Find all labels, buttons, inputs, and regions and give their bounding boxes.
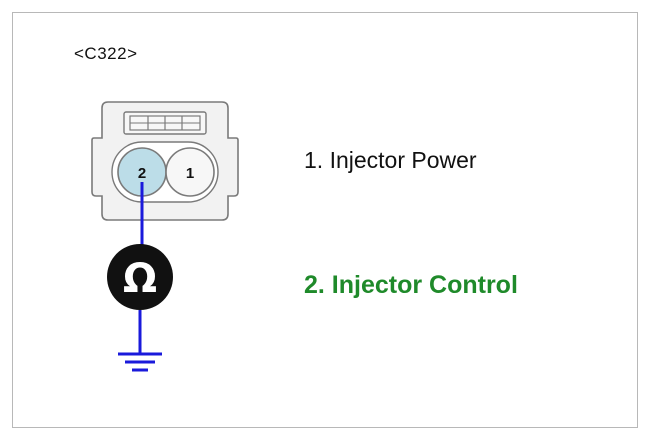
pin-1-label: 1 — [186, 165, 194, 182]
pin-2-description: 2. Injector Control — [304, 271, 518, 299]
pin-1: 1 — [165, 147, 215, 197]
ohmmeter-icon: Ω — [107, 244, 173, 310]
pin-1-description: 1. Injector Power — [304, 147, 477, 173]
ohm-symbol: Ω — [123, 256, 157, 302]
ground-icon — [118, 352, 162, 372]
connector-id-label: <C322> — [74, 44, 138, 63]
connector-housing — [91, 101, 239, 221]
pin-2-label: 2 — [138, 165, 146, 182]
